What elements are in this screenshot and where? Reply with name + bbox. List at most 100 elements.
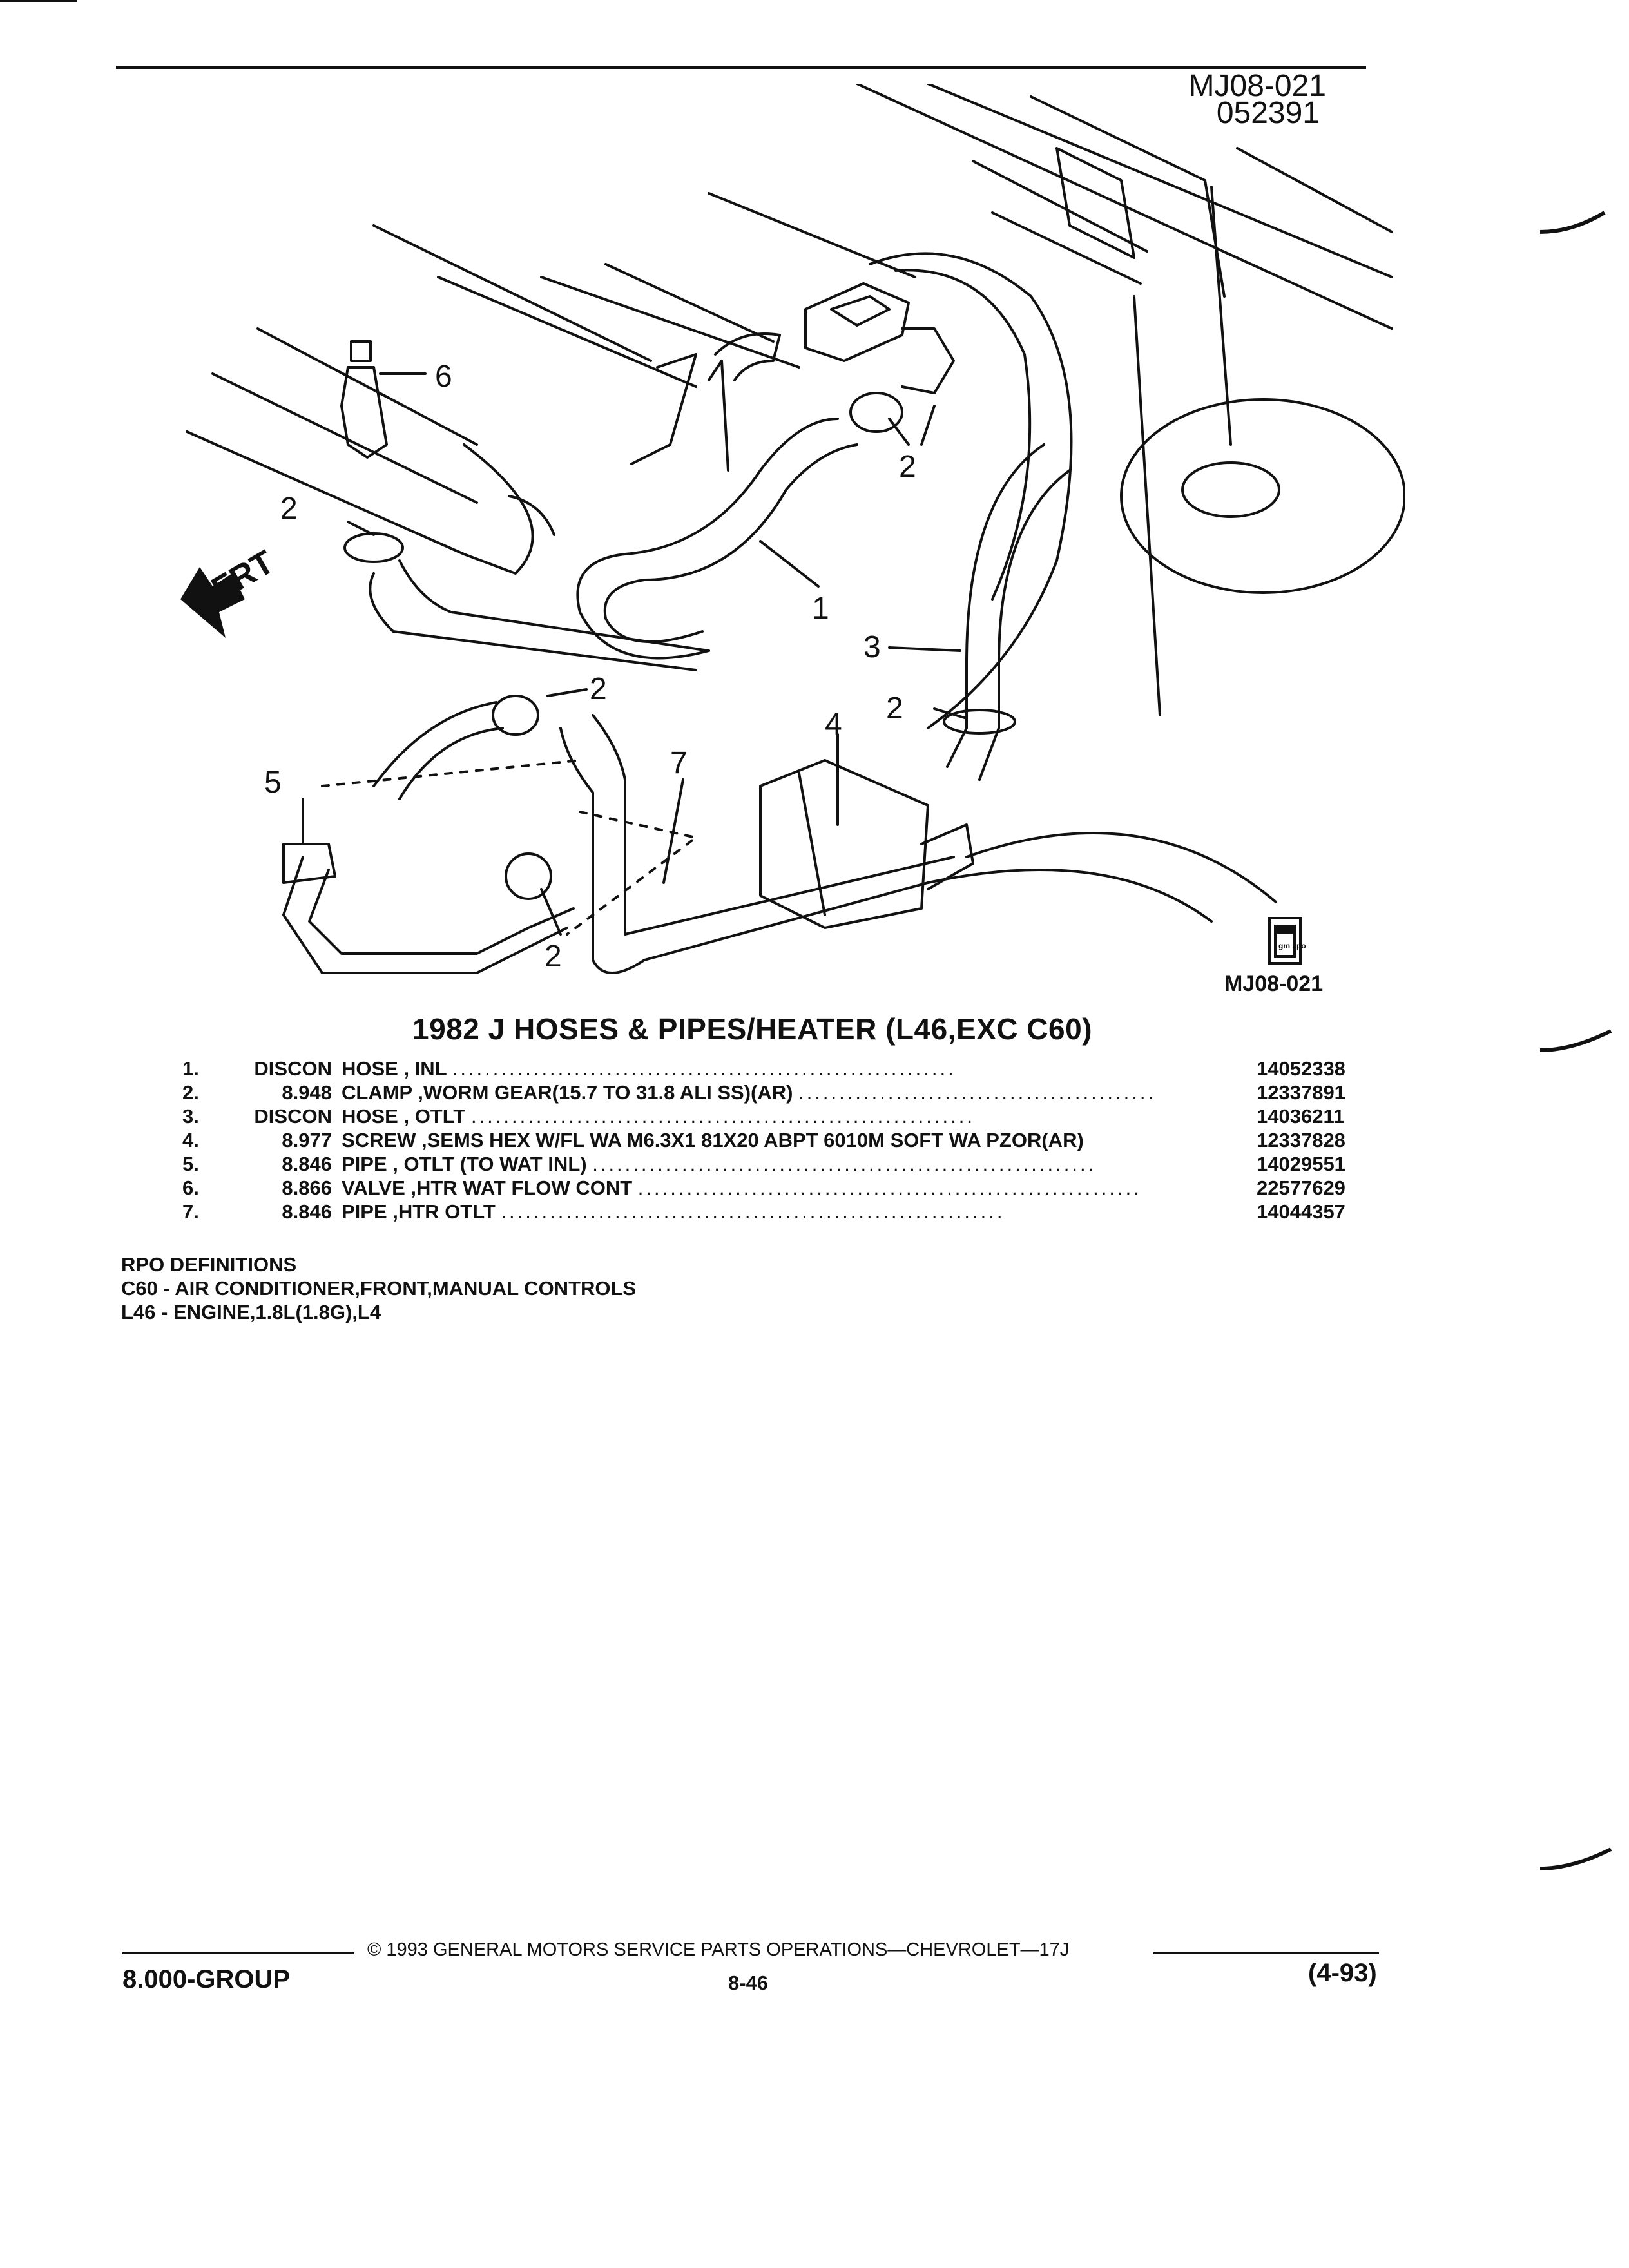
figure-code: MJ08-021 (1224, 972, 1323, 992)
filler-tube (708, 360, 729, 472)
flow-valve (340, 366, 388, 459)
part-number: 14029551 (1257, 1153, 1345, 1175)
reference-line (321, 759, 581, 787)
footer-copyright: © 1993 GENERAL MOTORS SERVICE PARTS OPER… (367, 1939, 1070, 1960)
part-number: 12337828 (1257, 1129, 1345, 1151)
footer-page-number: 8-46 (728, 1972, 769, 1994)
part-number: 12337891 (1257, 1081, 1345, 1104)
rpo-line: C60 - AIR CONDITIONER,FRONT,MANUAL CONTR… (121, 1277, 637, 1300)
part-description: PIPE ,HTR OTLT .........................… (342, 1200, 1005, 1223)
leader-2c (546, 688, 588, 697)
engine-cover-line (186, 430, 465, 555)
callout-4: 4 (825, 707, 842, 742)
master-cylinder (830, 295, 891, 327)
engine-cover-line (463, 443, 534, 575)
part-number: 14036211 (1257, 1105, 1345, 1128)
cowl-line (1236, 147, 1393, 233)
part-description: PIPE , OTLT (TO WAT INL) ...............… (342, 1153, 1097, 1175)
footer-group: 8.000-GROUP (122, 1965, 291, 1994)
gm-spo-badge-icon: gm spo (1268, 917, 1306, 965)
section-title: 1982 J HOSES & PIPES/HEATER (L46,EXC C60… (412, 1012, 1093, 1046)
clamp (492, 695, 539, 736)
leader-2b (347, 521, 375, 536)
master-cylinder (901, 327, 955, 394)
cowl-line (1133, 295, 1161, 716)
engine-cover-line (211, 372, 478, 504)
parts-row: 6. 8.866 VALVE ,HTR WAT FLOW CONT ......… (164, 1176, 1389, 1200)
heater-lower-hose (369, 572, 697, 671)
part-description: VALVE ,HTR WAT FLOW CONT ...............… (342, 1177, 1142, 1199)
brake-booster (894, 269, 1032, 601)
heater-inlet-hose (576, 418, 839, 660)
parts-row: 2. 8.948 CLAMP ,WORM GEAR(15.7 TO 31.8 A… (164, 1081, 1389, 1104)
parts-row: 3. DISCON HOSE , OTLT ..................… (164, 1104, 1389, 1128)
parts-list: 1. DISCON HOSE , INL ...................… (164, 1057, 1389, 1224)
item-number: 5. (182, 1153, 199, 1175)
margin-marks (1539, 211, 1612, 1870)
engine-cover-line (508, 495, 555, 536)
bracket (759, 759, 929, 929)
master-cylinder (804, 282, 910, 362)
group-number: 8.948 (282, 1081, 332, 1104)
callout-2: 2 (886, 691, 903, 726)
leader-3 (888, 646, 961, 652)
reference-line (566, 811, 697, 936)
engine-cover-line (604, 263, 775, 343)
part-description: HOSE , INL .............................… (342, 1057, 956, 1080)
top-left-rule (0, 0, 77, 2)
clamp (505, 852, 552, 900)
callout-2: 2 (590, 672, 607, 706)
parts-row: 5. 8.846 PIPE , OTLT (TO WAT INL) ......… (164, 1152, 1389, 1176)
bracket (798, 772, 826, 916)
dipstick (630, 353, 697, 465)
illustration-code: MJ08-021 (1188, 69, 1326, 103)
wheel-housing-inner (1181, 461, 1280, 518)
outlet-pipe (282, 856, 568, 974)
front-arrow-icon (180, 567, 245, 638)
rpo-line: L46 - ENGINE,1.8L(1.8G),L4 (121, 1301, 381, 1323)
badge-text: gm spo (1278, 941, 1306, 950)
part-number: 14044357 (1257, 1200, 1345, 1223)
leader-2a (920, 405, 936, 446)
flow-valve (350, 340, 372, 362)
clamp (943, 709, 1016, 735)
leader-7 (662, 778, 684, 884)
item-number: 7. (182, 1200, 199, 1223)
part-description: CLAMP ,WORM GEAR(15.7 TO 31.8 ALI SS)(AR… (342, 1081, 1153, 1104)
item-number: 2. (182, 1081, 199, 1104)
clamp (849, 392, 903, 433)
callout-2: 2 (899, 450, 916, 484)
cowl-line (1055, 147, 1135, 259)
callout-2: 2 (545, 939, 562, 974)
leader-1 (759, 540, 820, 588)
callout-1: 1 (812, 591, 829, 626)
fender-line (927, 869, 1213, 923)
wheel-housing (1120, 398, 1405, 594)
outlet-pipe (308, 869, 575, 955)
engine-cover-line (708, 192, 916, 278)
engine-cover-line (372, 224, 652, 362)
parts-row: 4. 8.977 SCREW ,SEMS HEX W/FL WA M6.3X1 … (164, 1128, 1389, 1152)
callout-3: 3 (863, 630, 881, 664)
elbow-fitting (714, 332, 781, 381)
heater-outlet-hose (946, 443, 1045, 768)
group-number: DISCON (254, 1057, 332, 1080)
part-number: 14052338 (1257, 1057, 1345, 1080)
parts-row: 7. 8.846 PIPE ,HTR OTLT ................… (164, 1200, 1389, 1224)
part-description: SCREW ,SEMS HEX W/FL WA M6.3X1 81X20 ABP… (342, 1129, 1084, 1151)
pipe-fitting (282, 843, 336, 884)
item-number: 1. (182, 1057, 199, 1080)
group-number: 8.846 (282, 1200, 332, 1223)
callout-5: 5 (264, 765, 282, 800)
heater-outlet-pipe (592, 714, 955, 936)
callout-2: 2 (280, 492, 298, 526)
fender-line (965, 831, 1277, 903)
parts-row: 1. DISCON HOSE , INL ...................… (164, 1057, 1389, 1081)
bracket (920, 823, 974, 890)
clamp (343, 532, 404, 563)
cowl-line (991, 211, 1142, 285)
group-number: 8.866 (282, 1177, 332, 1199)
rpo-heading: RPO DEFINITIONS (121, 1253, 297, 1276)
heater-outlet-hose (978, 469, 1071, 781)
callout-7: 7 (670, 746, 688, 780)
